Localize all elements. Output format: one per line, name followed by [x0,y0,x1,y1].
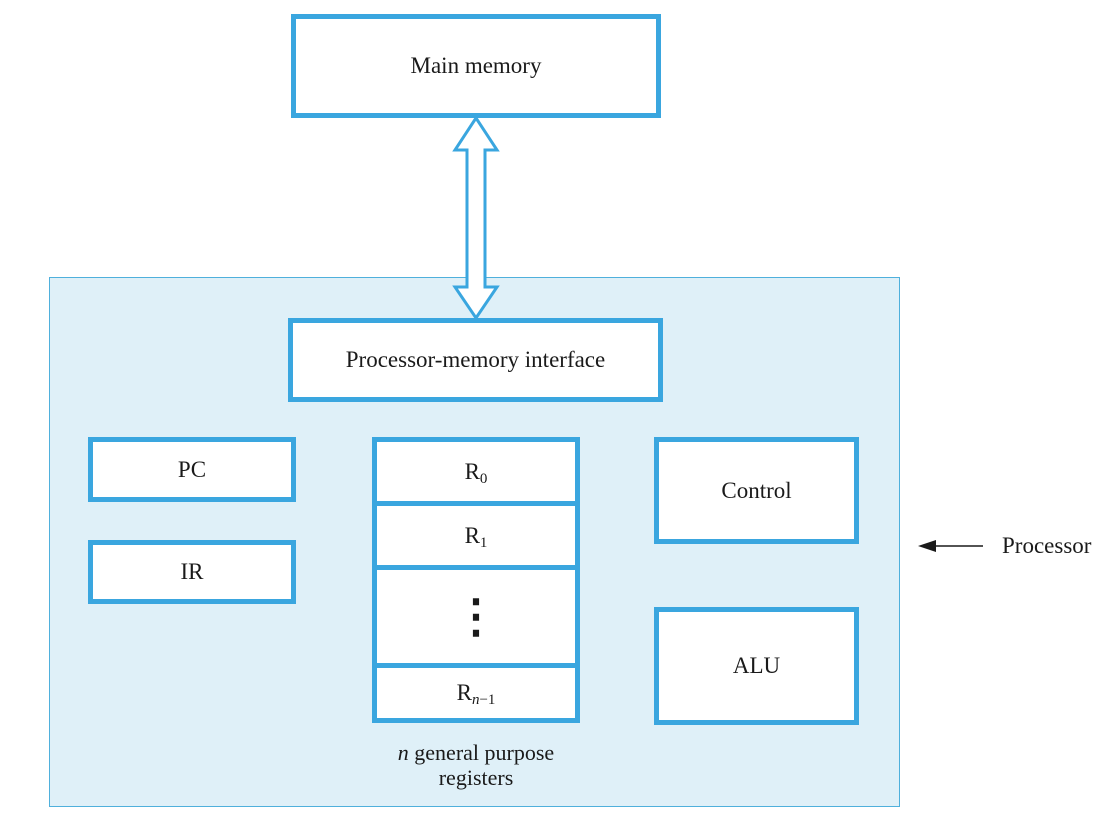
processor-memory-interface-label: Processor-memory interface [345,347,606,372]
main-memory-label: Main memory [410,53,542,78]
control-box: Control [654,437,859,544]
memory-bus-arrow [452,115,500,321]
register-r0: R0 [377,442,575,506]
register-file-box: R0 R1 ⋮ Rn−1 [372,437,580,723]
alu-label: ALU [732,653,781,678]
pc-label: PC [177,456,207,482]
processor-memory-interface-box: Processor-memory interface [288,318,663,402]
control-label: Control [721,477,792,503]
alu-box: ALU [654,607,859,725]
main-memory-box: Main memory [291,14,661,118]
pc-box: PC [88,437,296,502]
processor-label: Processor [1002,533,1092,558]
processor-pointer-arrowhead [918,540,936,552]
registers-caption-line1: n general purpose [397,740,555,765]
ir-box: IR [88,540,296,604]
register-r1: R1 [377,506,575,570]
register-ellipsis: ⋮ [377,570,575,668]
vertical-ellipsis: ⋮ [453,590,499,642]
register-rn-1: Rn−1 [377,668,575,718]
ir-label: IR [180,559,204,584]
register-rn-1-label: Rn−1 [456,680,496,708]
register-r1-label: R1 [464,522,488,551]
registers-caption: n general purpose registers [352,740,600,790]
register-r0-label: R0 [464,458,488,487]
registers-caption-line2: registers [438,765,514,790]
